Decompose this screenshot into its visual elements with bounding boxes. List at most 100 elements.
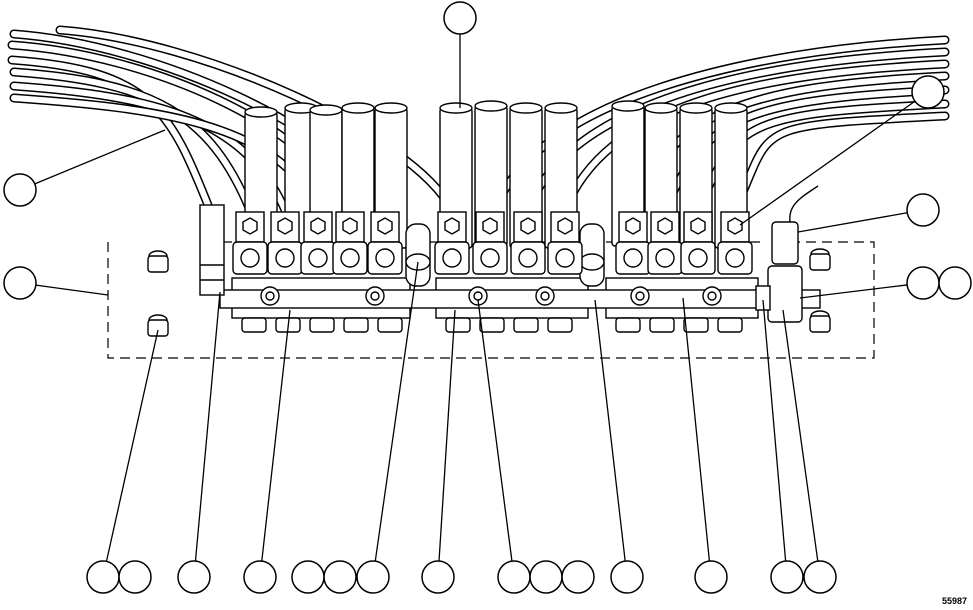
- valve-port: [275, 248, 295, 268]
- fitting-nut: [335, 211, 365, 243]
- valve-cap: [439, 102, 473, 114]
- fitting-hex: [727, 217, 743, 235]
- fitting-hex: [482, 217, 498, 235]
- leader-line: [782, 309, 819, 562]
- manifold-foot: [649, 317, 675, 333]
- sensor-wire: [789, 185, 819, 223]
- manifold-foot: [445, 317, 471, 333]
- callout-bubble: [356, 560, 390, 594]
- valve-cap: [244, 106, 278, 118]
- mounting-bolts: [147, 248, 831, 337]
- fitting-hex: [657, 217, 673, 235]
- callout-bubble: [177, 560, 211, 594]
- valve-port: [442, 248, 462, 268]
- hose: [730, 111, 950, 215]
- callout-bubble: [421, 560, 455, 594]
- manifold-foot: [241, 317, 267, 333]
- hose-fittings: [199, 204, 753, 296]
- fitting-hex: [690, 217, 706, 235]
- manifold-bolt-center: [473, 291, 483, 301]
- fitting-nut: [550, 211, 580, 243]
- fitting-nut: [370, 211, 400, 243]
- manifold-bolt-center: [707, 291, 717, 301]
- bolt-head: [147, 319, 169, 337]
- valve-cap: [474, 100, 508, 112]
- valve-port: [240, 248, 260, 268]
- valve-port: [340, 248, 360, 268]
- callout-bubbles: [3, 1, 972, 594]
- manifold-foot: [547, 317, 573, 333]
- valve-port: [688, 248, 708, 268]
- leader-line: [477, 299, 513, 562]
- fitting-nut: [303, 211, 333, 243]
- manifold-foot: [377, 317, 403, 333]
- fitting-nut: [475, 211, 505, 243]
- callout-bubble: [118, 560, 152, 594]
- fitting-hex: [342, 217, 358, 235]
- manifold-foot: [513, 317, 539, 333]
- leader-line: [797, 212, 908, 233]
- valve-port: [623, 248, 643, 268]
- manifold-bolt-center: [540, 291, 550, 301]
- callout-bubble: [561, 560, 595, 594]
- callout-bubble: [3, 173, 37, 207]
- fitting-nut: [650, 211, 680, 243]
- fitting-hex: [277, 217, 293, 235]
- manifold-foot: [479, 317, 505, 333]
- callout-bubble: [906, 193, 940, 227]
- callout-bubble: [3, 266, 37, 300]
- valve-cap: [714, 102, 748, 114]
- fitting-nut: [720, 211, 750, 243]
- crossover-tube: [219, 289, 821, 309]
- fitting-nut: [683, 211, 713, 243]
- bolt-head: [147, 255, 169, 273]
- valve-cap: [509, 102, 543, 114]
- fitting-hex: [377, 217, 393, 235]
- valve-port: [308, 248, 328, 268]
- tee-nut: [579, 253, 605, 271]
- leader-line: [194, 291, 221, 562]
- valve-cap: [544, 102, 578, 114]
- leader-line: [34, 129, 166, 185]
- fitting-hex: [242, 217, 258, 235]
- callout-bubble: [243, 560, 277, 594]
- fitting-hex: [625, 217, 641, 235]
- sensor-block: [767, 265, 803, 323]
- manifold-blocks: [219, 223, 821, 333]
- sensor-nipple: [755, 285, 771, 311]
- callout-bubble: [291, 560, 325, 594]
- manifold-bolt-center: [370, 291, 380, 301]
- valve-port: [480, 248, 500, 268]
- valve-cap: [374, 102, 408, 114]
- hose-inner: [732, 113, 948, 213]
- coupling-hex: [200, 264, 224, 281]
- leader-line: [374, 261, 419, 562]
- leader-line: [799, 284, 908, 299]
- fitting-hex: [444, 217, 460, 235]
- figure-number: 55987: [941, 596, 967, 606]
- fitting-nut: [270, 211, 300, 243]
- fitting-nut: [235, 211, 265, 243]
- leader-line: [762, 299, 787, 562]
- callout-bubble: [610, 560, 644, 594]
- valve-cap: [309, 104, 343, 116]
- hose-inner: [57, 27, 455, 213]
- callout-bubble: [906, 266, 940, 300]
- manifold-foot: [343, 317, 369, 333]
- valve-port: [375, 248, 395, 268]
- bolt-head: [809, 315, 831, 333]
- leader-line: [438, 309, 456, 562]
- callout-bubble: [497, 560, 531, 594]
- valve-cap: [679, 102, 713, 114]
- callout-leaders: [34, 34, 916, 562]
- callout-bubble: [938, 266, 972, 300]
- manifold-foot: [717, 317, 743, 333]
- fitting-nut: [513, 211, 543, 243]
- callout-bubble: [443, 1, 477, 35]
- valve-port: [518, 248, 538, 268]
- manifold-foot: [615, 317, 641, 333]
- valve-cap: [611, 100, 645, 112]
- fitting-hex: [310, 217, 326, 235]
- manifold-bolt-center: [265, 291, 275, 301]
